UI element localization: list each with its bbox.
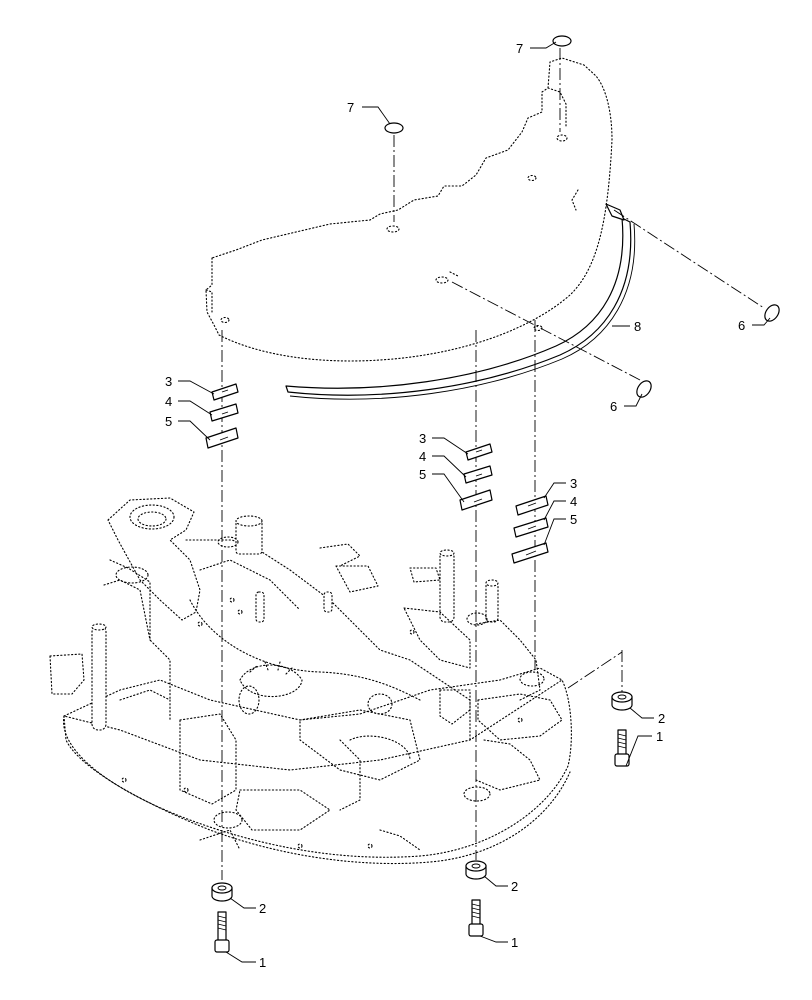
counterweight <box>205 57 613 362</box>
washer-2-middle <box>465 860 487 880</box>
callout-2-left: 2 <box>259 901 266 916</box>
callout-5-middle: 5 <box>419 467 426 482</box>
bolt-1-right <box>614 729 630 767</box>
callout-4-left: 4 <box>165 394 172 409</box>
callout-3-left: 3 <box>165 374 172 389</box>
upper-frame <box>49 497 572 865</box>
callout-1-middle: 1 <box>511 935 518 950</box>
callout-1-right: 1 <box>656 729 663 744</box>
shim-stack-right <box>511 495 549 564</box>
callout-4-right: 4 <box>570 494 577 509</box>
washer-2-left <box>211 882 233 902</box>
shim-stack-left <box>205 383 239 449</box>
callout-6-lower: 6 <box>610 399 617 414</box>
callout-6-right: 6 <box>738 318 745 333</box>
bolt-1-left <box>214 911 230 953</box>
bolt-1-middle <box>468 899 484 937</box>
callout-8: 8 <box>634 319 641 334</box>
callout-1-left: 1 <box>259 955 266 970</box>
shim-stack-middle <box>459 443 493 511</box>
washer-2-right <box>611 691 633 711</box>
plug-6a <box>764 304 780 322</box>
callout-3-right: 3 <box>570 476 577 491</box>
callout-3-middle: 3 <box>419 431 426 446</box>
callout-2-right: 2 <box>658 711 665 726</box>
callout-4-middle: 4 <box>419 449 426 464</box>
frame-holes <box>121 597 523 849</box>
callout-5-right: 5 <box>570 512 577 527</box>
assembly-centerlines <box>221 48 765 880</box>
plug-6b <box>636 380 652 398</box>
callout-labels: 7 7 6 6 8 3 4 5 3 4 5 3 4 5 2 1 2 1 2 1 <box>165 41 745 970</box>
leader-lines <box>178 41 771 963</box>
callout-7-left: 7 <box>347 100 354 115</box>
trim-strip <box>285 203 636 400</box>
callout-2-middle: 2 <box>511 879 518 894</box>
callout-7-top: 7 <box>516 41 523 56</box>
callout-5-left: 5 <box>165 414 172 429</box>
cap-7a <box>552 35 572 47</box>
cap-7b <box>384 122 404 134</box>
